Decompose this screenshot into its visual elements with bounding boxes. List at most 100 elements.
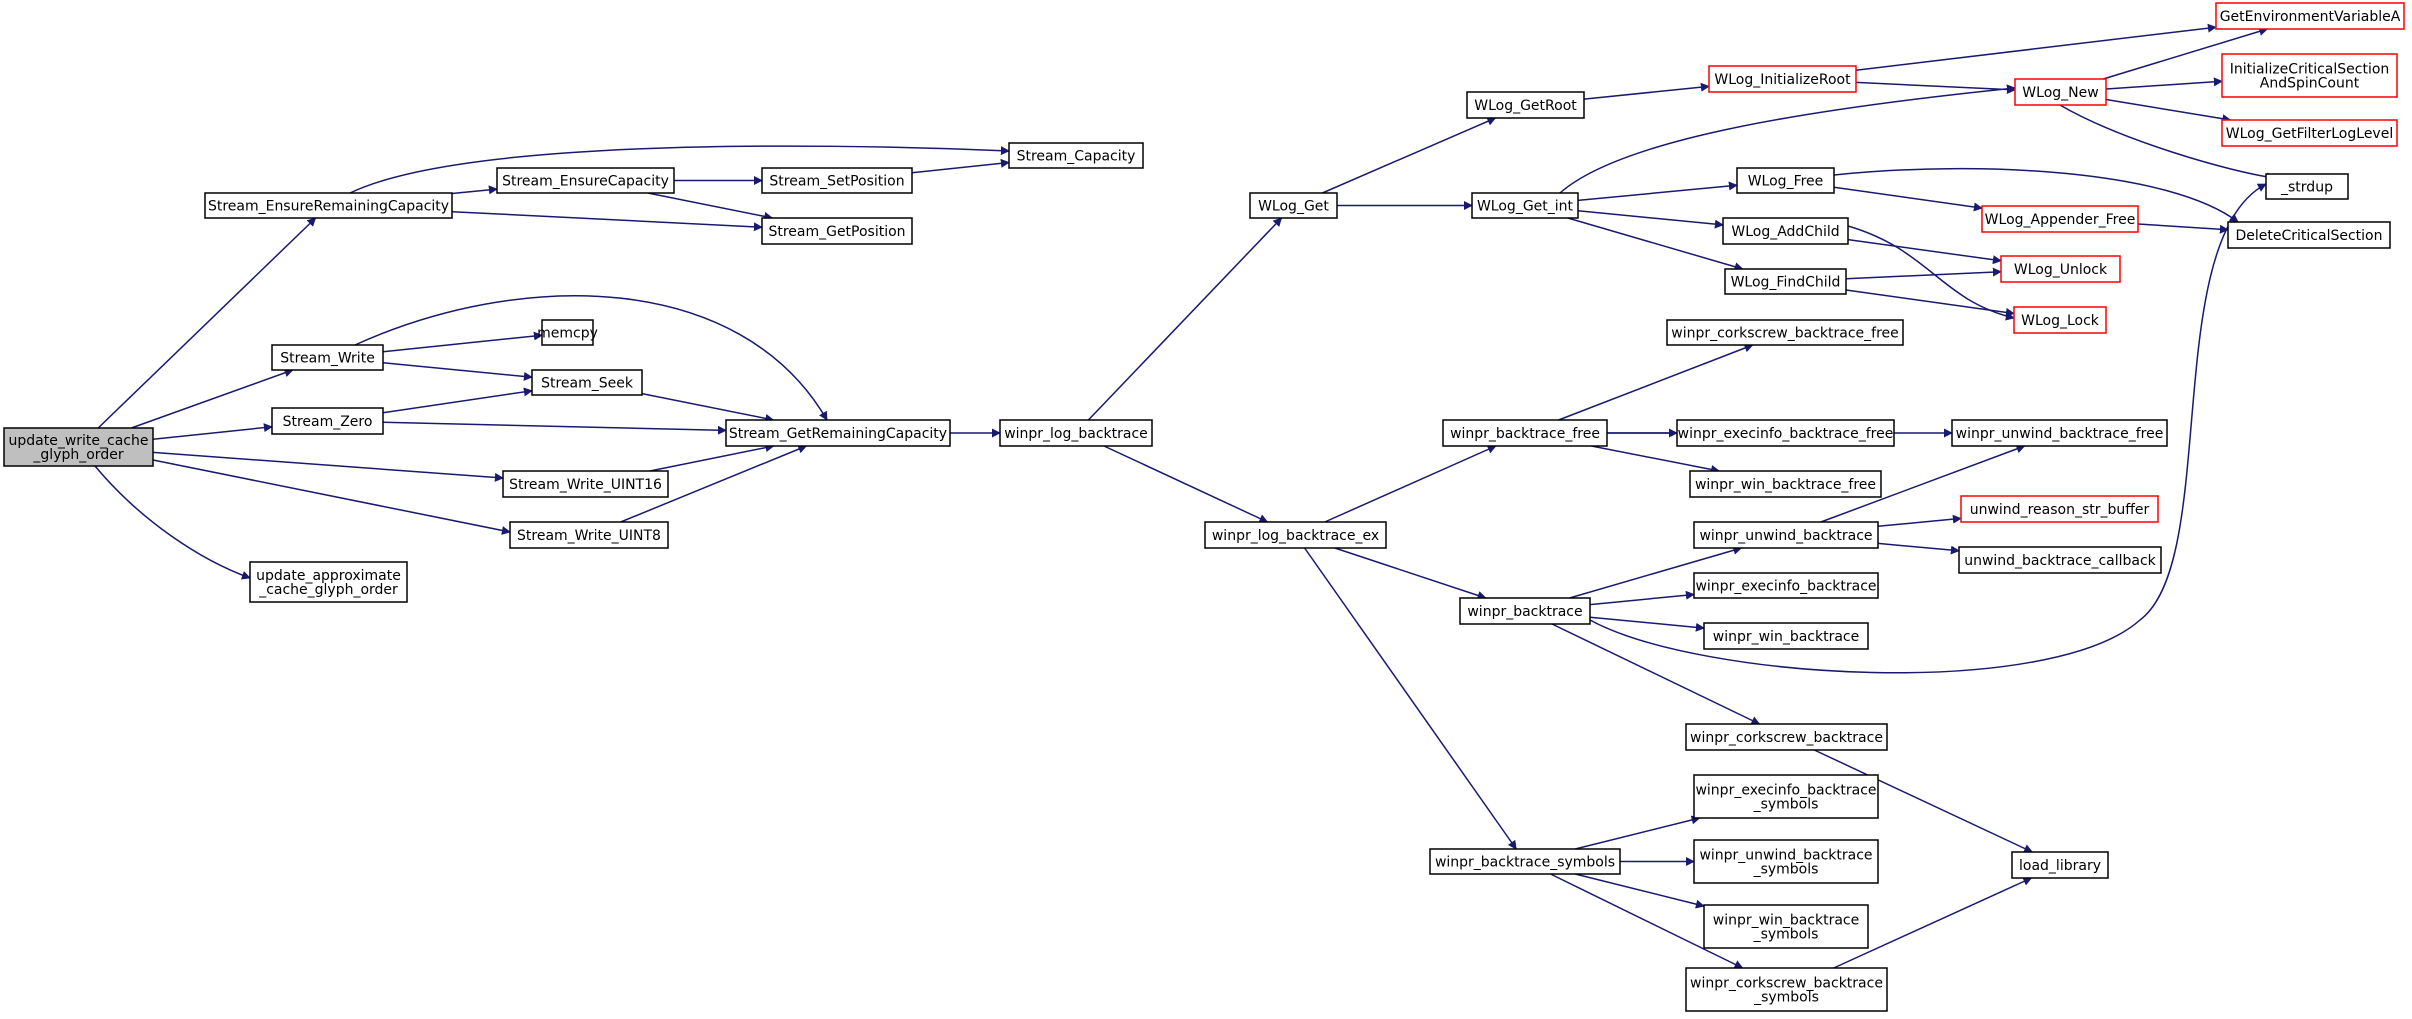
node-label: Stream_EnsureCapacity <box>502 174 669 190</box>
node-getRemaining[interactable]: Stream_GetRemainingCapacity <box>725 419 951 447</box>
node-appenderFree[interactable]: WLog_Appender_Free <box>1981 205 2139 233</box>
node-wlogFree[interactable]: WLog_Free <box>1736 167 1835 194</box>
edge-bt-to-execBt <box>1589 590 1695 606</box>
node-corkBt[interactable]: winpr_corkscrew_backtrace <box>1685 723 1888 751</box>
node-label: winpr_log_backtrace_ex <box>1212 528 1379 544</box>
node-label: Stream_Zero <box>283 414 373 430</box>
node-wlogGetRoot[interactable]: WLog_GetRoot <box>1466 91 1585 119</box>
node-getEnv[interactable]: GetEnvironmentVariableA <box>2215 2 2405 30</box>
node-label: WLog_Get <box>1258 199 1329 215</box>
node-wlogGetInt[interactable]: WLog_Get_int <box>1471 192 1579 219</box>
edge-unwindBt-to-unwindCb <box>1877 542 1960 555</box>
node-corkFree[interactable]: winpr_corkscrew_backtrace_free <box>1666 319 1904 346</box>
node-box <box>3 427 154 467</box>
node-label: winpr_log_backtrace <box>1004 426 1148 442</box>
node-btFree[interactable]: winpr_backtrace_free <box>1442 419 1608 447</box>
edge-wlogGetRoot-to-wlogInitRoot <box>1583 82 1710 100</box>
node-logBt[interactable]: winpr_log_backtrace <box>999 419 1153 447</box>
node-label: Stream_GetPosition <box>768 224 905 240</box>
node-lock[interactable]: WLog_Lock <box>2013 306 2107 334</box>
node-zero[interactable]: Stream_Zero <box>271 407 384 435</box>
node-strdup[interactable]: _strdup <box>2265 173 2349 200</box>
node-getPosition[interactable]: Stream_GetPosition <box>761 217 913 245</box>
node-label: winpr_execinfo_backtrace <box>1695 783 1876 799</box>
node-memcpy[interactable]: memcpy <box>537 319 598 346</box>
edge-root-to-write <box>131 368 294 429</box>
node-btSym[interactable]: winpr_backtrace_symbols <box>1429 848 1621 875</box>
node-box <box>999 419 1153 447</box>
edge-ensureCapacity-to-getPosition <box>647 192 774 221</box>
edge-logBtEx-to-btSym <box>1303 547 1517 850</box>
node-box <box>1703 904 1869 949</box>
node-unlock[interactable]: WLog_Unlock <box>2000 255 2121 283</box>
node-label: Stream_Write_UINT16 <box>509 477 662 493</box>
edge-seek-to-getRemaining <box>641 392 775 423</box>
edge-findChild-to-lock <box>1845 289 2015 317</box>
edge-appenderFree-to-deleteCS <box>2137 223 2229 234</box>
node-approx[interactable]: update_approximate_cache_glyph_order <box>249 561 408 603</box>
node-execSym[interactable]: winpr_execinfo_backtrace_symbols <box>1693 774 1879 819</box>
node-findChild[interactable]: WLog_FindChild <box>1724 268 1847 295</box>
edge-wlogGetInt-to-findChild <box>1567 217 1744 272</box>
node-execBt[interactable]: winpr_execinfo_backtrace <box>1693 572 1879 599</box>
node-label: Stream_Capacity <box>1017 149 1136 165</box>
node-box <box>1676 419 1895 447</box>
edge-writeU8-to-getRemaining <box>620 444 808 523</box>
node-winBt[interactable]: winpr_win_backtrace <box>1703 622 1869 650</box>
node-setPosition[interactable]: Stream_SetPosition <box>761 167 913 194</box>
node-box <box>761 167 913 194</box>
node-box <box>496 167 675 194</box>
edge-write-to-seek <box>382 362 533 381</box>
node-label: unwind_backtrace_callback <box>1964 553 2156 569</box>
node-write[interactable]: Stream_Write <box>271 344 384 371</box>
node-execFree[interactable]: winpr_execinfo_backtrace_free <box>1676 419 1895 447</box>
node-box <box>271 344 384 371</box>
node-box <box>249 561 408 603</box>
node-label: WLog_New <box>2022 85 2098 101</box>
edge-ensureRemaining-to-getPosition <box>451 210 763 232</box>
node-ensureCapacity[interactable]: Stream_EnsureCapacity <box>496 167 675 194</box>
node-unwindBt[interactable]: winpr_unwind_backtrace <box>1693 521 1879 549</box>
node-box <box>1666 319 1904 346</box>
node-label: winpr_backtrace_free <box>1450 426 1600 442</box>
node-corkSym[interactable]: winpr_corkscrew_backtrace_symbols <box>1685 967 1888 1012</box>
node-unwindFree[interactable]: winpr_unwind_backtrace_free <box>1951 419 2168 447</box>
node-deleteCS[interactable]: DeleteCriticalSection <box>2227 221 2391 249</box>
node-unwindReason[interactable]: unwind_reason_str_buffer <box>1960 495 2159 523</box>
node-wlogNew[interactable]: WLog_New <box>2014 78 2107 106</box>
node-label: Stream_Write_UINT8 <box>517 528 661 544</box>
node-writeU16[interactable]: Stream_Write_UINT16 <box>502 470 669 498</box>
node-label: WLog_Lock <box>2021 313 2100 329</box>
node-winSym[interactable]: winpr_win_backtrace_symbols <box>1703 904 1869 949</box>
node-logBtEx[interactable]: winpr_log_backtrace_ex <box>1204 521 1387 549</box>
node-box <box>725 419 951 447</box>
edge-corkBt-to-loadLib <box>1813 749 2034 853</box>
node-addChild[interactable]: WLog_AddChild <box>1722 217 1849 245</box>
edge-wlogInitRoot-to-getEnv <box>1855 23 2217 71</box>
node-root[interactable]: update_write_cache_glyph_order <box>3 427 154 467</box>
node-wlogGet[interactable]: WLog_Get <box>1249 192 1338 219</box>
node-box <box>2014 78 2107 106</box>
node-winFree[interactable]: winpr_win_backtrace_free <box>1689 470 1882 498</box>
node-getFilter[interactable]: WLog_GetFilterLogLevel <box>2221 119 2398 147</box>
edges-layer <box>94 23 2276 969</box>
edge-wlogGetInt-to-wlogNew <box>1559 84 2016 194</box>
node-label: winpr_execinfo_backtrace <box>1695 579 1876 595</box>
edge-findChild-to-unlock <box>1845 267 2002 280</box>
node-bt[interactable]: winpr_backtrace <box>1459 597 1591 625</box>
node-box <box>2227 221 2391 249</box>
node-unwindCb[interactable]: unwind_backtrace_callback <box>1958 546 2162 574</box>
node-wlogInitRoot[interactable]: WLog_InitializeRoot <box>1708 65 1857 93</box>
node-unwindSym[interactable]: winpr_unwind_backtrace_symbols <box>1693 839 1879 884</box>
edge-wlogFree-to-deleteCS <box>1833 167 2239 223</box>
node-label: WLog_InitializeRoot <box>1714 72 1851 88</box>
node-box <box>271 407 384 435</box>
node-seek[interactable]: Stream_Seek <box>531 369 643 396</box>
node-capacity[interactable]: Stream_Capacity <box>1008 142 1144 169</box>
node-ensureRemaining[interactable]: Stream_EnsureRemainingCapacity <box>204 192 453 219</box>
node-writeU8[interactable]: Stream_Write_UINT8 <box>509 521 669 549</box>
edge-bt-to-winBt <box>1589 616 1705 632</box>
node-loadLib[interactable]: load_library <box>2011 851 2109 879</box>
